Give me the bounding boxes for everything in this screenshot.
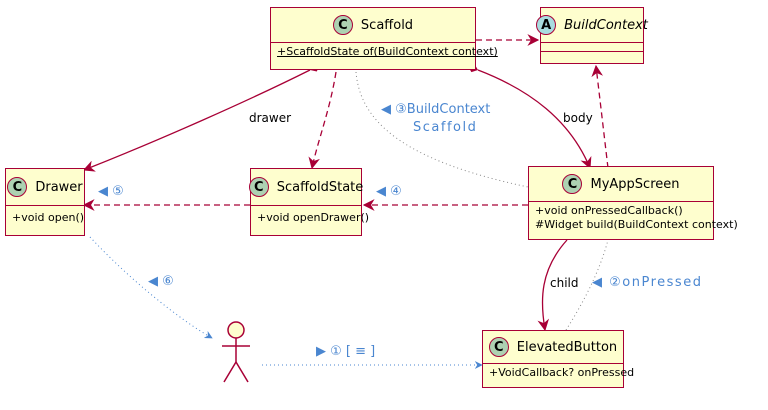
class-member: +void openDrawer() [257,211,370,224]
message-label-step3-target: Scaffold [413,120,478,135]
edge-scaffold-scaffoldstate [308,71,337,170]
divider [541,42,643,51]
flow-drawer-to-user [89,236,213,339]
class-member: #Widget build(BuildContext context) [535,218,738,231]
edge-label-drawer: drawer [249,111,292,125]
edge-scaffold-body [467,64,592,170]
abstract-badge-icon: A [536,15,557,35]
divider [251,205,361,212]
class-title: Drawer [35,179,83,195]
class-badge-icon: C [7,177,28,197]
class-member: +ScaffoldState of(BuildContext context) [277,45,498,58]
class-badge-icon: C [248,177,269,197]
divider [483,363,623,370]
class-elevatedbutton[interactable]: C ElevatedButton +VoidCallback? onPresse… [482,330,635,388]
message-label-step5: ◀ ⑤ [98,184,124,199]
message-label-step3: ◀ ③BuildContext [381,102,491,117]
edge-label-body: body [563,111,593,125]
class-drawer[interactable]: C Drawer +void open() [5,168,85,236]
class-title: ElevatedButton [516,339,618,355]
divider [541,51,643,60]
class-title: MyAppScreen [590,176,680,192]
edge-myappscreen-buildcontext [591,64,609,169]
message-label-step4: ◀ ④ [376,184,402,199]
class-title: ScaffoldState [276,179,364,195]
divider [271,42,475,49]
class-badge-icon: C [488,337,509,357]
edge-scaffold-drawer [82,63,320,172]
class-scaffold[interactable]: C Scaffold +ScaffoldState of(BuildContex… [270,7,498,70]
user-actor [222,321,250,383]
flow-scaffold-to-myappscreen [355,71,529,188]
edge-myappscreen-child [537,231,575,332]
class-badge-icon: C [332,15,353,35]
divider [529,201,713,208]
class-scaffoldstate[interactable]: C ScaffoldState +void openDrawer() [248,168,370,236]
class-badge-icon: C [562,174,583,194]
class-title: Scaffold [360,17,414,33]
class-member: +void open() [12,211,85,224]
class-myappscreen[interactable]: C MyAppScreen +void onPressedCallback() … [528,166,738,240]
message-label-step2: ◀ ②onPressed [592,275,703,290]
class-member: +void onPressedCallback() [535,204,683,217]
class-buildcontext[interactable]: A BuildContext [536,7,648,64]
divider [6,205,84,212]
message-label-step6: ◀ ⑥ [148,274,174,289]
class-title: BuildContext [564,17,648,33]
edge-label-child: child [550,276,579,290]
message-label-step1: ▶ ① [ ≡ ] [316,344,376,359]
class-member: +VoidCallback? onPressed [489,366,635,379]
